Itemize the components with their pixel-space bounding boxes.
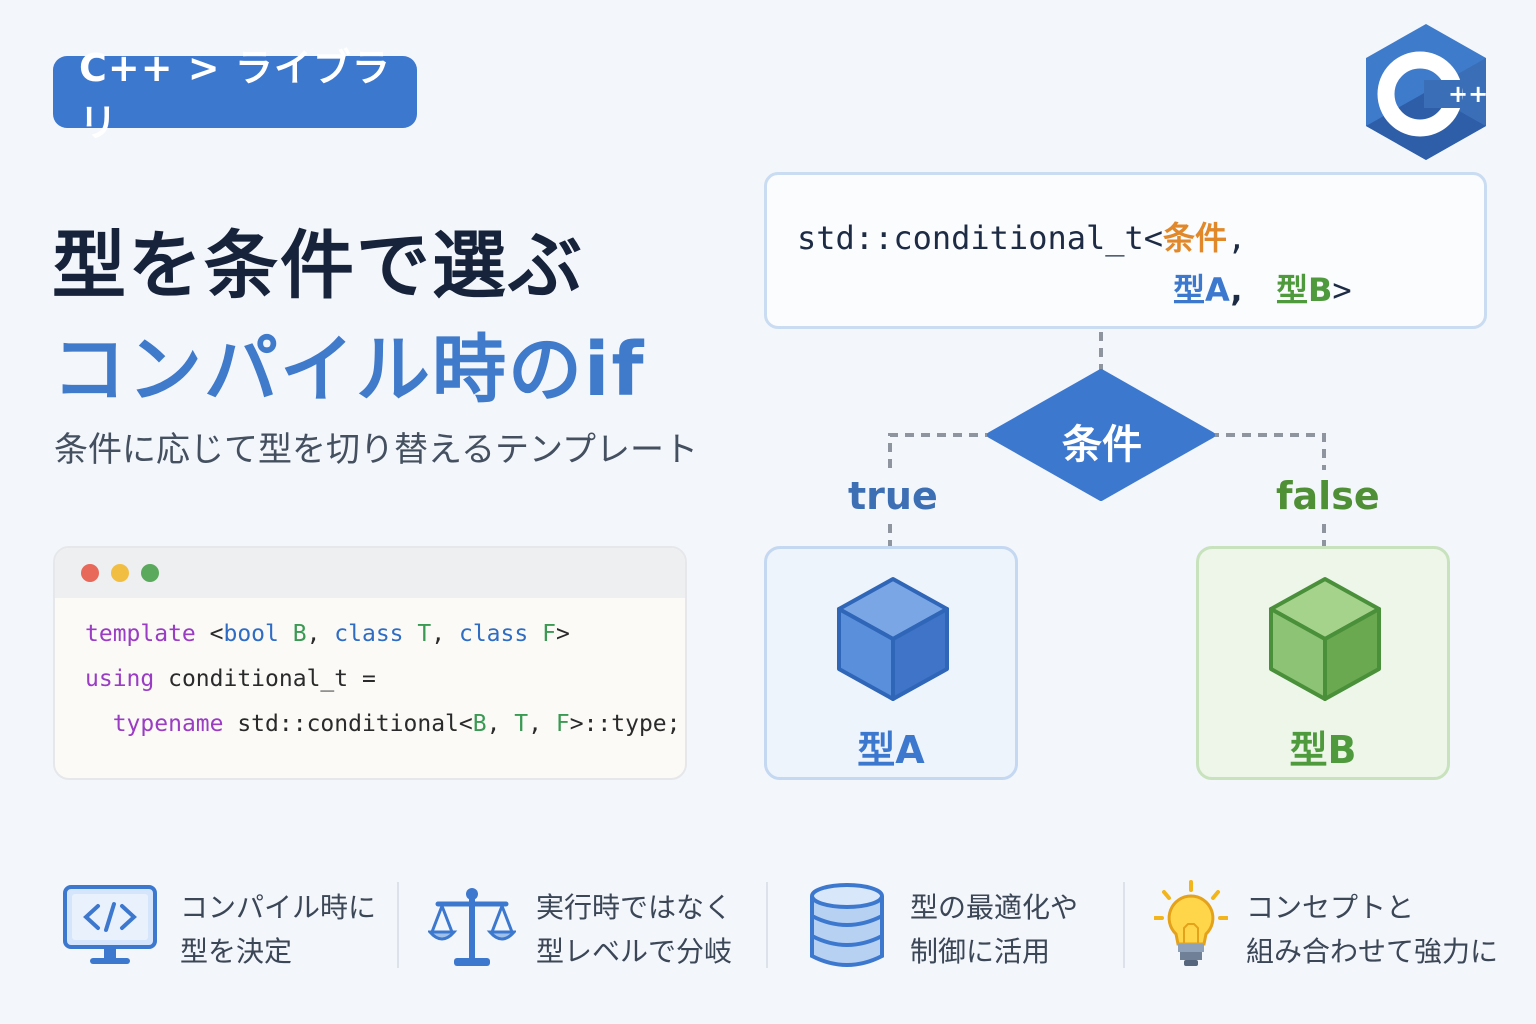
type-b-label: 型B [1289,728,1357,772]
balance-scale-icon [428,888,516,966]
code-block: template <bool B, class T, class F> usin… [85,621,681,737]
code-window: template <bool B, class T, class F> usin… [53,546,687,780]
close-dot-icon[interactable] [81,564,99,582]
false-branch-label: false [1276,474,1380,518]
feature-line1: コンパイル時に [180,891,377,924]
feature-line2: 制御に活用 [910,935,1051,968]
divider [397,882,399,968]
feature-line2: 組み合わせて強力に [1246,935,1499,968]
feature-item: 実行時ではなく 型レベルで分岐 [428,878,758,998]
expression-line1: std::conditional_t<条件, [797,219,1247,257]
page-title-line2: コンパイル時のif [52,327,646,413]
minimize-dot-icon[interactable] [111,564,129,582]
type-a-label: 型A [857,728,925,772]
condition-label: 条件 [1062,422,1142,468]
type-a-box: 型A [764,546,1018,780]
conditional-expression-box: std::conditional_t<条件, 型A, 型B> [764,172,1487,329]
lightbulb-icon [1154,880,1228,966]
logo-plus: ++ [1448,80,1488,108]
page-subtitle: 条件に応じて型を切り替えるテンプレート [54,430,698,470]
feature-line2: 型を決定 [180,935,293,968]
cpp-logo-icon: ++ [1366,24,1488,160]
true-branch-label: true [848,474,938,518]
feature-line1: コンセプトと [1246,891,1415,924]
green-cube-icon [1269,577,1381,701]
feature-item: 型の最適化や 制御に活用 [808,878,1108,998]
feature-item: コンセプトと 組み合わせて強力に [1154,878,1504,998]
page-title-line1: 型を条件で選ぶ [52,223,584,309]
database-icon [810,883,884,967]
feature-line1: 実行時ではなく [536,891,733,924]
code-monitor-icon [63,885,157,964]
expression-line2: 型A, 型B> [1173,271,1352,309]
maximize-dot-icon[interactable] [141,564,159,582]
feature-line1: 型の最適化や [910,891,1079,924]
divider [1123,882,1125,968]
condition-diamond [987,369,1215,501]
feature-strip: コンパイル時に 型を決定 実行時ではなく 型レベルで分岐 型の最 [0,850,1536,1024]
divider [766,882,768,968]
blue-cube-icon [837,577,949,701]
feature-line2: 型レベルで分岐 [536,935,733,968]
feature-item: コンパイル時に 型を決定 [62,878,392,998]
code-window-titlebar [55,548,685,598]
type-b-box: 型B [1196,546,1450,780]
